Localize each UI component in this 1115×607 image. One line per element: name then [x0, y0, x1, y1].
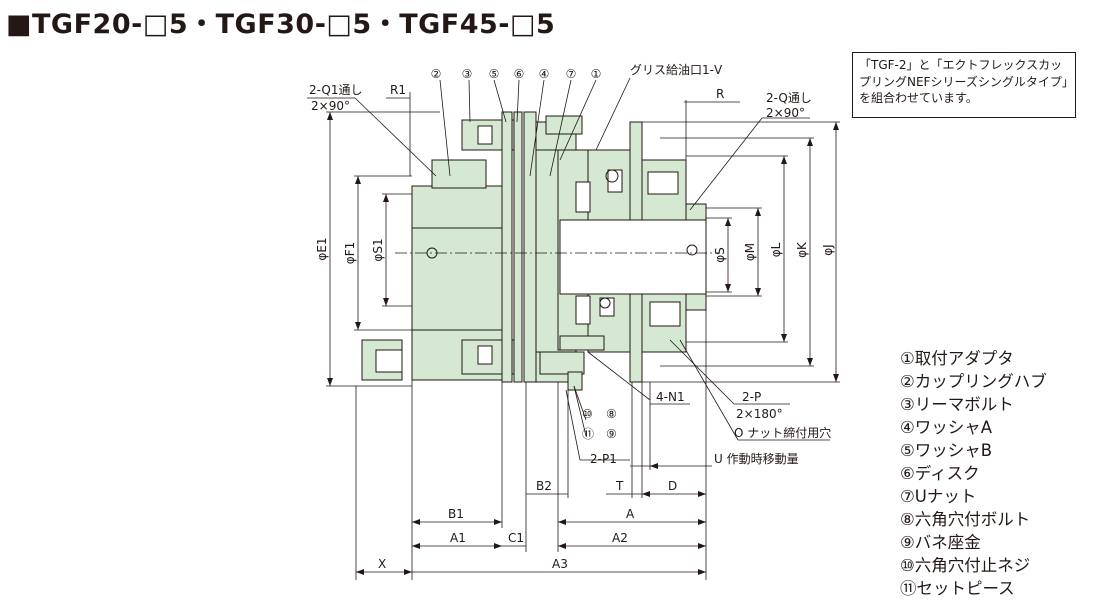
part-shapes — [361, 111, 707, 391]
callout-3: ③ — [462, 67, 473, 81]
callout-4: ④ — [539, 67, 550, 81]
label-q1-hole: 2-Q1通し — [309, 83, 363, 97]
label-s: φS — [713, 247, 727, 263]
callout-11: ⑪ — [582, 427, 594, 441]
label-r1: R1 — [390, 83, 406, 97]
callout-8: ⑧ — [606, 407, 617, 421]
callout-9: ⑨ — [606, 427, 617, 441]
callout-6: ⑥ — [514, 67, 525, 81]
label-q-hole: 2-Q通し — [766, 91, 812, 105]
label-a1: A1 — [450, 531, 466, 545]
label-r: R — [716, 87, 724, 101]
label-q1-angle: 2×90° — [311, 99, 350, 113]
label-d: D — [668, 479, 677, 493]
hex-bolt — [559, 335, 605, 351]
label-p1: 2-P1 — [590, 452, 617, 466]
label-f1: φF1 — [343, 242, 357, 264]
label-l: φL — [769, 242, 783, 257]
drawing-labels: ② ③ ⑤ ⑥ ④ ⑦ ① グリス給油口1-V 2-Q1通し 2×90° R1 … — [309, 63, 835, 571]
label-p: 2-P — [742, 390, 761, 404]
legend-item: ⑧六角穴付ボルト — [900, 510, 1031, 529]
ring-step-top — [685, 203, 707, 221]
label-a2: A2 — [612, 531, 628, 545]
set-piece — [567, 371, 583, 391]
label-grease: グリス給油口1-V — [630, 63, 723, 77]
label-x: X — [378, 557, 386, 571]
label-j: φJ — [821, 244, 835, 255]
label-s1: φS1 — [371, 238, 385, 261]
u-nut-top — [545, 115, 583, 135]
legend-item: ⑨バネ座金 — [900, 533, 981, 552]
legend-item: ①取付アダプタ — [900, 349, 1014, 368]
legend-item: ②カップリングハブ — [900, 372, 1047, 391]
label-p-angle: 2×180° — [736, 407, 783, 421]
legend-item: ④ワッシャA — [900, 418, 993, 437]
label-b2: B2 — [536, 479, 552, 493]
ring-step-bottom — [685, 293, 707, 311]
label-o-hole: O ナット締付用穴 — [734, 425, 831, 440]
legend-item: ⑤ワッシャB — [900, 441, 993, 460]
label-a3: A3 — [552, 557, 568, 571]
combination-note: 「TGF-2」と「エクトフレックスカップリングNEFシリーズシングルタイプ」を組… — [852, 52, 1076, 118]
legend-item: ⑪セットピース — [900, 579, 1015, 598]
u-nut-bottom — [539, 351, 585, 375]
legend-item: ⑥ディスク — [900, 464, 980, 483]
page-title: ■TGF20-□5・TGF30-□5・TGF45-□5 — [6, 9, 556, 40]
disc-stack-2 — [513, 111, 523, 383]
dimension-lines — [307, 77, 840, 580]
callout-7: ⑦ — [566, 67, 577, 81]
label-c1: C1 — [508, 531, 524, 545]
callout-5: ⑤ — [489, 67, 500, 81]
disc-stack-3 — [523, 111, 537, 383]
label-e1: φE1 — [315, 237, 329, 260]
callout-10: ⑩ — [582, 407, 593, 421]
disc-stack-1 — [501, 111, 513, 383]
label-k: φK — [795, 241, 809, 258]
callout-2: ② — [431, 67, 442, 81]
label-a: A — [626, 507, 635, 521]
label-u-move: U 作動時移動量 — [714, 452, 799, 466]
shaft-bore — [559, 219, 707, 295]
label-b1: B1 — [448, 507, 464, 521]
parts-legend: ①取付アダプタ ②カップリングハブ ③リーマボルト ④ワッシャA ⑤ワッシャB … — [900, 347, 1047, 600]
arrow-heads — [327, 112, 839, 575]
callout-1: ① — [591, 67, 602, 81]
label-t: T — [615, 479, 624, 493]
hub-collar — [431, 159, 487, 189]
legend-item: ⑦Uナット — [900, 487, 977, 506]
label-q-angle: 2×90° — [766, 106, 805, 120]
label-n1: 4-N1 — [656, 390, 685, 404]
legend-item: ③リーマボルト — [900, 395, 1014, 414]
legend-item: ⑩六角穴付止ネジ — [900, 556, 1031, 575]
label-m: φM — [743, 243, 757, 261]
